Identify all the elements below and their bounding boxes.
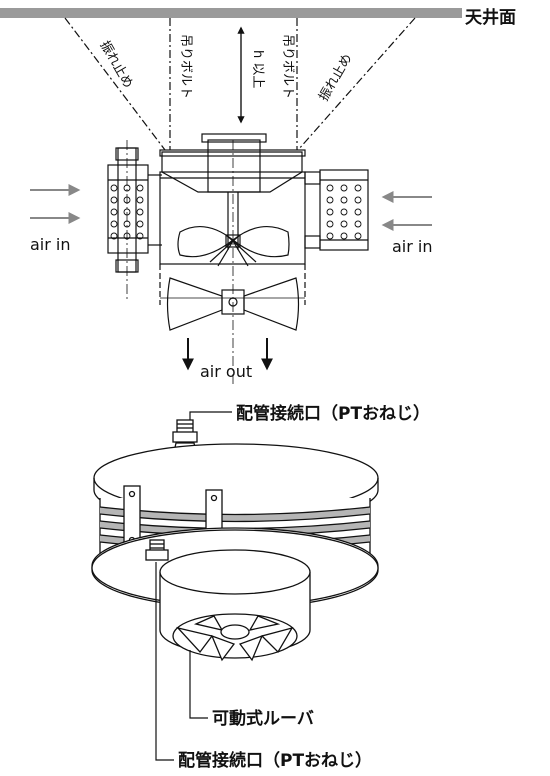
leader-louver (189, 650, 208, 719)
motor-box (207, 139, 261, 193)
coil-tubes (110, 184, 362, 240)
anti-sway-label-right: 振れ止め (316, 51, 355, 104)
perspective-view (91, 419, 379, 662)
hanger-bolt-label-left: 吊りボルト (178, 34, 193, 99)
motor-top-plate (201, 133, 267, 143)
louver-side (166, 277, 223, 331)
ceiling-label: 天井面 (465, 7, 516, 28)
anti-sway-line-left (64, 17, 166, 151)
height-label: h 以上 (250, 50, 265, 88)
air-in-label-left: air in (30, 235, 71, 254)
side-elevation (64, 17, 416, 385)
main-body (159, 171, 306, 265)
air-out-label: air out (200, 362, 252, 381)
air-in-label-right: air in (392, 237, 433, 256)
inner-fan (177, 225, 290, 258)
anti-sway-label-left: 振れ止め (97, 39, 136, 92)
hanger-bolt-label-right: 吊りボルト (280, 34, 295, 99)
movable-louver-label: 可動式ルーバ (212, 708, 314, 729)
anti-sway-line-right (297, 17, 416, 151)
left-coil (107, 164, 149, 254)
ceiling-slab (0, 8, 462, 18)
frame-top-bar (159, 149, 306, 157)
leader-pipe-bottom (155, 562, 174, 761)
pipe-connection-bottom-label: 配管接続口（PTおねじ） (178, 750, 372, 771)
right-coil (319, 169, 369, 251)
pipe-connection-top-label: 配管接続口（PTおねじ） (236, 403, 430, 424)
leader-pipe-top (189, 411, 232, 420)
